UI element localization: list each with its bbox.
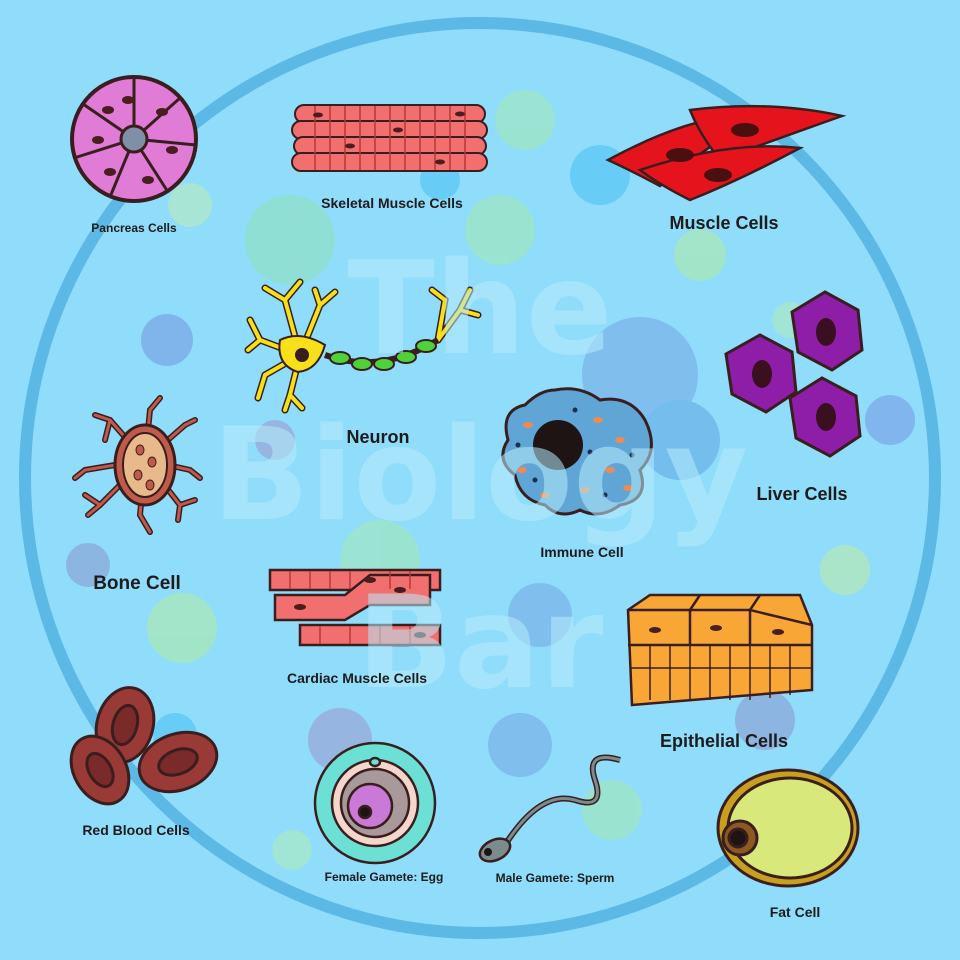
label-muscle-cells: Muscle Cells [669,213,779,233]
sperm-drawing [478,754,621,863]
bone-cell-drawing [72,395,203,535]
skeletal-muscle-drawing [291,104,488,172]
label-pancreas-cells: Pancreas Cells [91,221,177,235]
label-cardiac-muscle-cells: Cardiac Muscle Cells [286,670,428,686]
label-red-blood-cells: Red Blood Cells [82,822,190,838]
cardiac-muscle-drawing [268,568,442,647]
watermark-line-2: Biology [211,401,749,550]
liver-cells-drawing [724,290,864,458]
label-male-gamete-sperm: Male Gamete: Sperm [495,871,615,885]
fat-cell-drawing [716,768,860,888]
label-epithelial-cells: Epithelial Cells [659,731,789,751]
petri-ring [19,17,941,939]
neuron-drawing [244,278,482,414]
pancreas-cells-drawing [70,75,198,203]
label-bone-cell: Bone Cell [93,573,181,594]
red-blood-cells-drawing [69,686,219,806]
egg-drawing [313,741,437,865]
epithelial-cells-drawing [626,593,814,707]
label-female-gamete-egg: Female Gamete: Egg [324,870,444,884]
label-skeletal-muscle-cells: Skeletal Muscle Cells [321,195,463,211]
smooth-muscle-drawing [605,104,847,202]
label-immune-cell: Immune Cell [540,544,624,560]
immune-cell-drawing [501,387,653,516]
label-fat-cell: Fat Cell [769,904,821,920]
watermark-line-1: The [347,235,613,384]
label-neuron: Neuron [346,427,410,447]
label-liver-cells: Liver Cells [756,484,848,504]
watermark-line-3: Bar [356,569,604,718]
